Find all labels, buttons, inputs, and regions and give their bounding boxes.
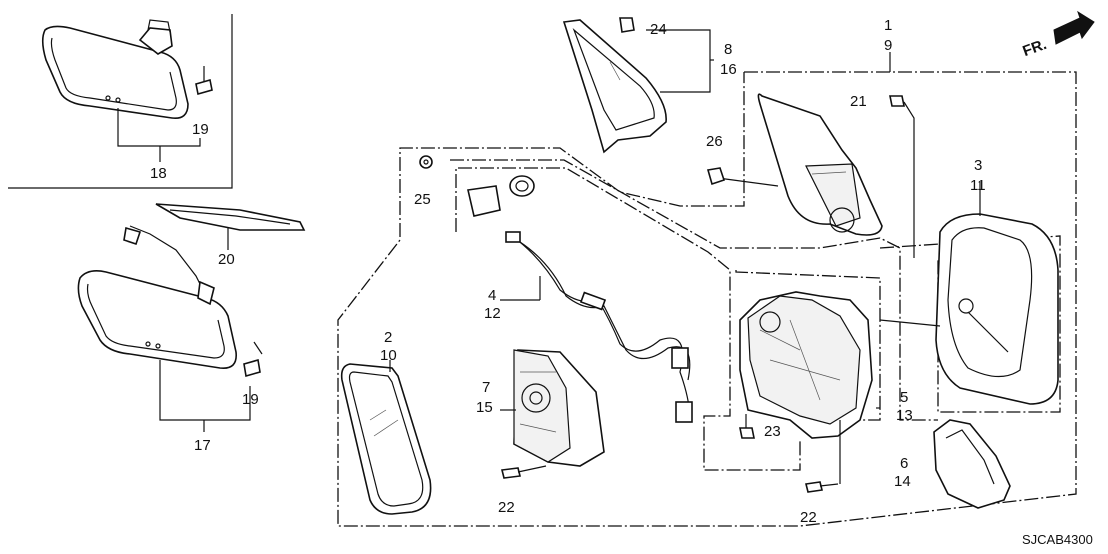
direction-label: FR. xyxy=(1020,36,1049,60)
callout-12: 12 xyxy=(484,305,501,322)
callout-19-lower: 19 xyxy=(242,391,259,408)
cover-part-20 xyxy=(155,203,306,231)
callout-21: 21 xyxy=(850,93,867,110)
callout-2: 2 xyxy=(384,329,392,346)
screw-19-upper xyxy=(195,66,213,96)
callout-23: 23 xyxy=(764,423,781,440)
screw-19-lower xyxy=(243,341,263,378)
callout-24: 24 xyxy=(650,21,667,38)
callout-16: 16 xyxy=(720,61,737,78)
callout-10: 10 xyxy=(380,347,397,364)
callout-20: 20 xyxy=(218,251,235,268)
inset-frame xyxy=(8,14,233,189)
callout-14: 14 xyxy=(894,473,911,490)
callout-11: 11 xyxy=(970,177,986,194)
callout-9: 9 xyxy=(884,37,892,54)
harness-connector xyxy=(467,175,535,217)
nut-26 xyxy=(706,167,726,186)
callout-19-upper: 19 xyxy=(192,121,209,138)
callout-7: 7 xyxy=(482,379,490,396)
callout-6: 6 xyxy=(900,455,908,472)
mirror-base-trim xyxy=(757,93,883,236)
mirror-actuator xyxy=(513,349,605,467)
callout-22-right: 22 xyxy=(800,509,817,526)
callout-8: 8 xyxy=(724,41,732,58)
callout-15: 15 xyxy=(476,399,493,416)
callout-1: 1 xyxy=(884,17,892,34)
callout-26: 26 xyxy=(706,133,723,150)
screw-22-right xyxy=(805,481,839,493)
callout-5: 5 xyxy=(900,389,908,406)
mirror-base-assembly xyxy=(739,291,873,439)
callout-17: 17 xyxy=(194,437,211,454)
rear-view-mirror-lower xyxy=(77,225,237,369)
direction-arrow-icon xyxy=(1053,10,1095,45)
rear-view-mirror-upper xyxy=(41,19,189,120)
mirror-glass xyxy=(340,363,432,515)
callout-13: 13 xyxy=(896,407,913,424)
callout-22-left: 22 xyxy=(498,499,515,516)
screw-22-left xyxy=(501,465,547,479)
reference-code: SJCAB4300 xyxy=(1022,532,1093,547)
screw-23 xyxy=(739,414,755,439)
lower-cover xyxy=(933,419,1011,509)
inner-cover-bracket xyxy=(562,19,667,154)
callout-4: 4 xyxy=(488,287,496,304)
wiring-harness xyxy=(505,231,693,423)
clip-24 xyxy=(619,17,635,33)
screw-21 xyxy=(889,95,905,107)
callout-25: 25 xyxy=(414,191,431,208)
callout-3: 3 xyxy=(974,157,982,174)
mirror-housing xyxy=(935,213,1059,405)
callout-18: 18 xyxy=(150,165,167,182)
main-assembly-frame xyxy=(337,71,1077,527)
clip-25 xyxy=(419,155,433,169)
